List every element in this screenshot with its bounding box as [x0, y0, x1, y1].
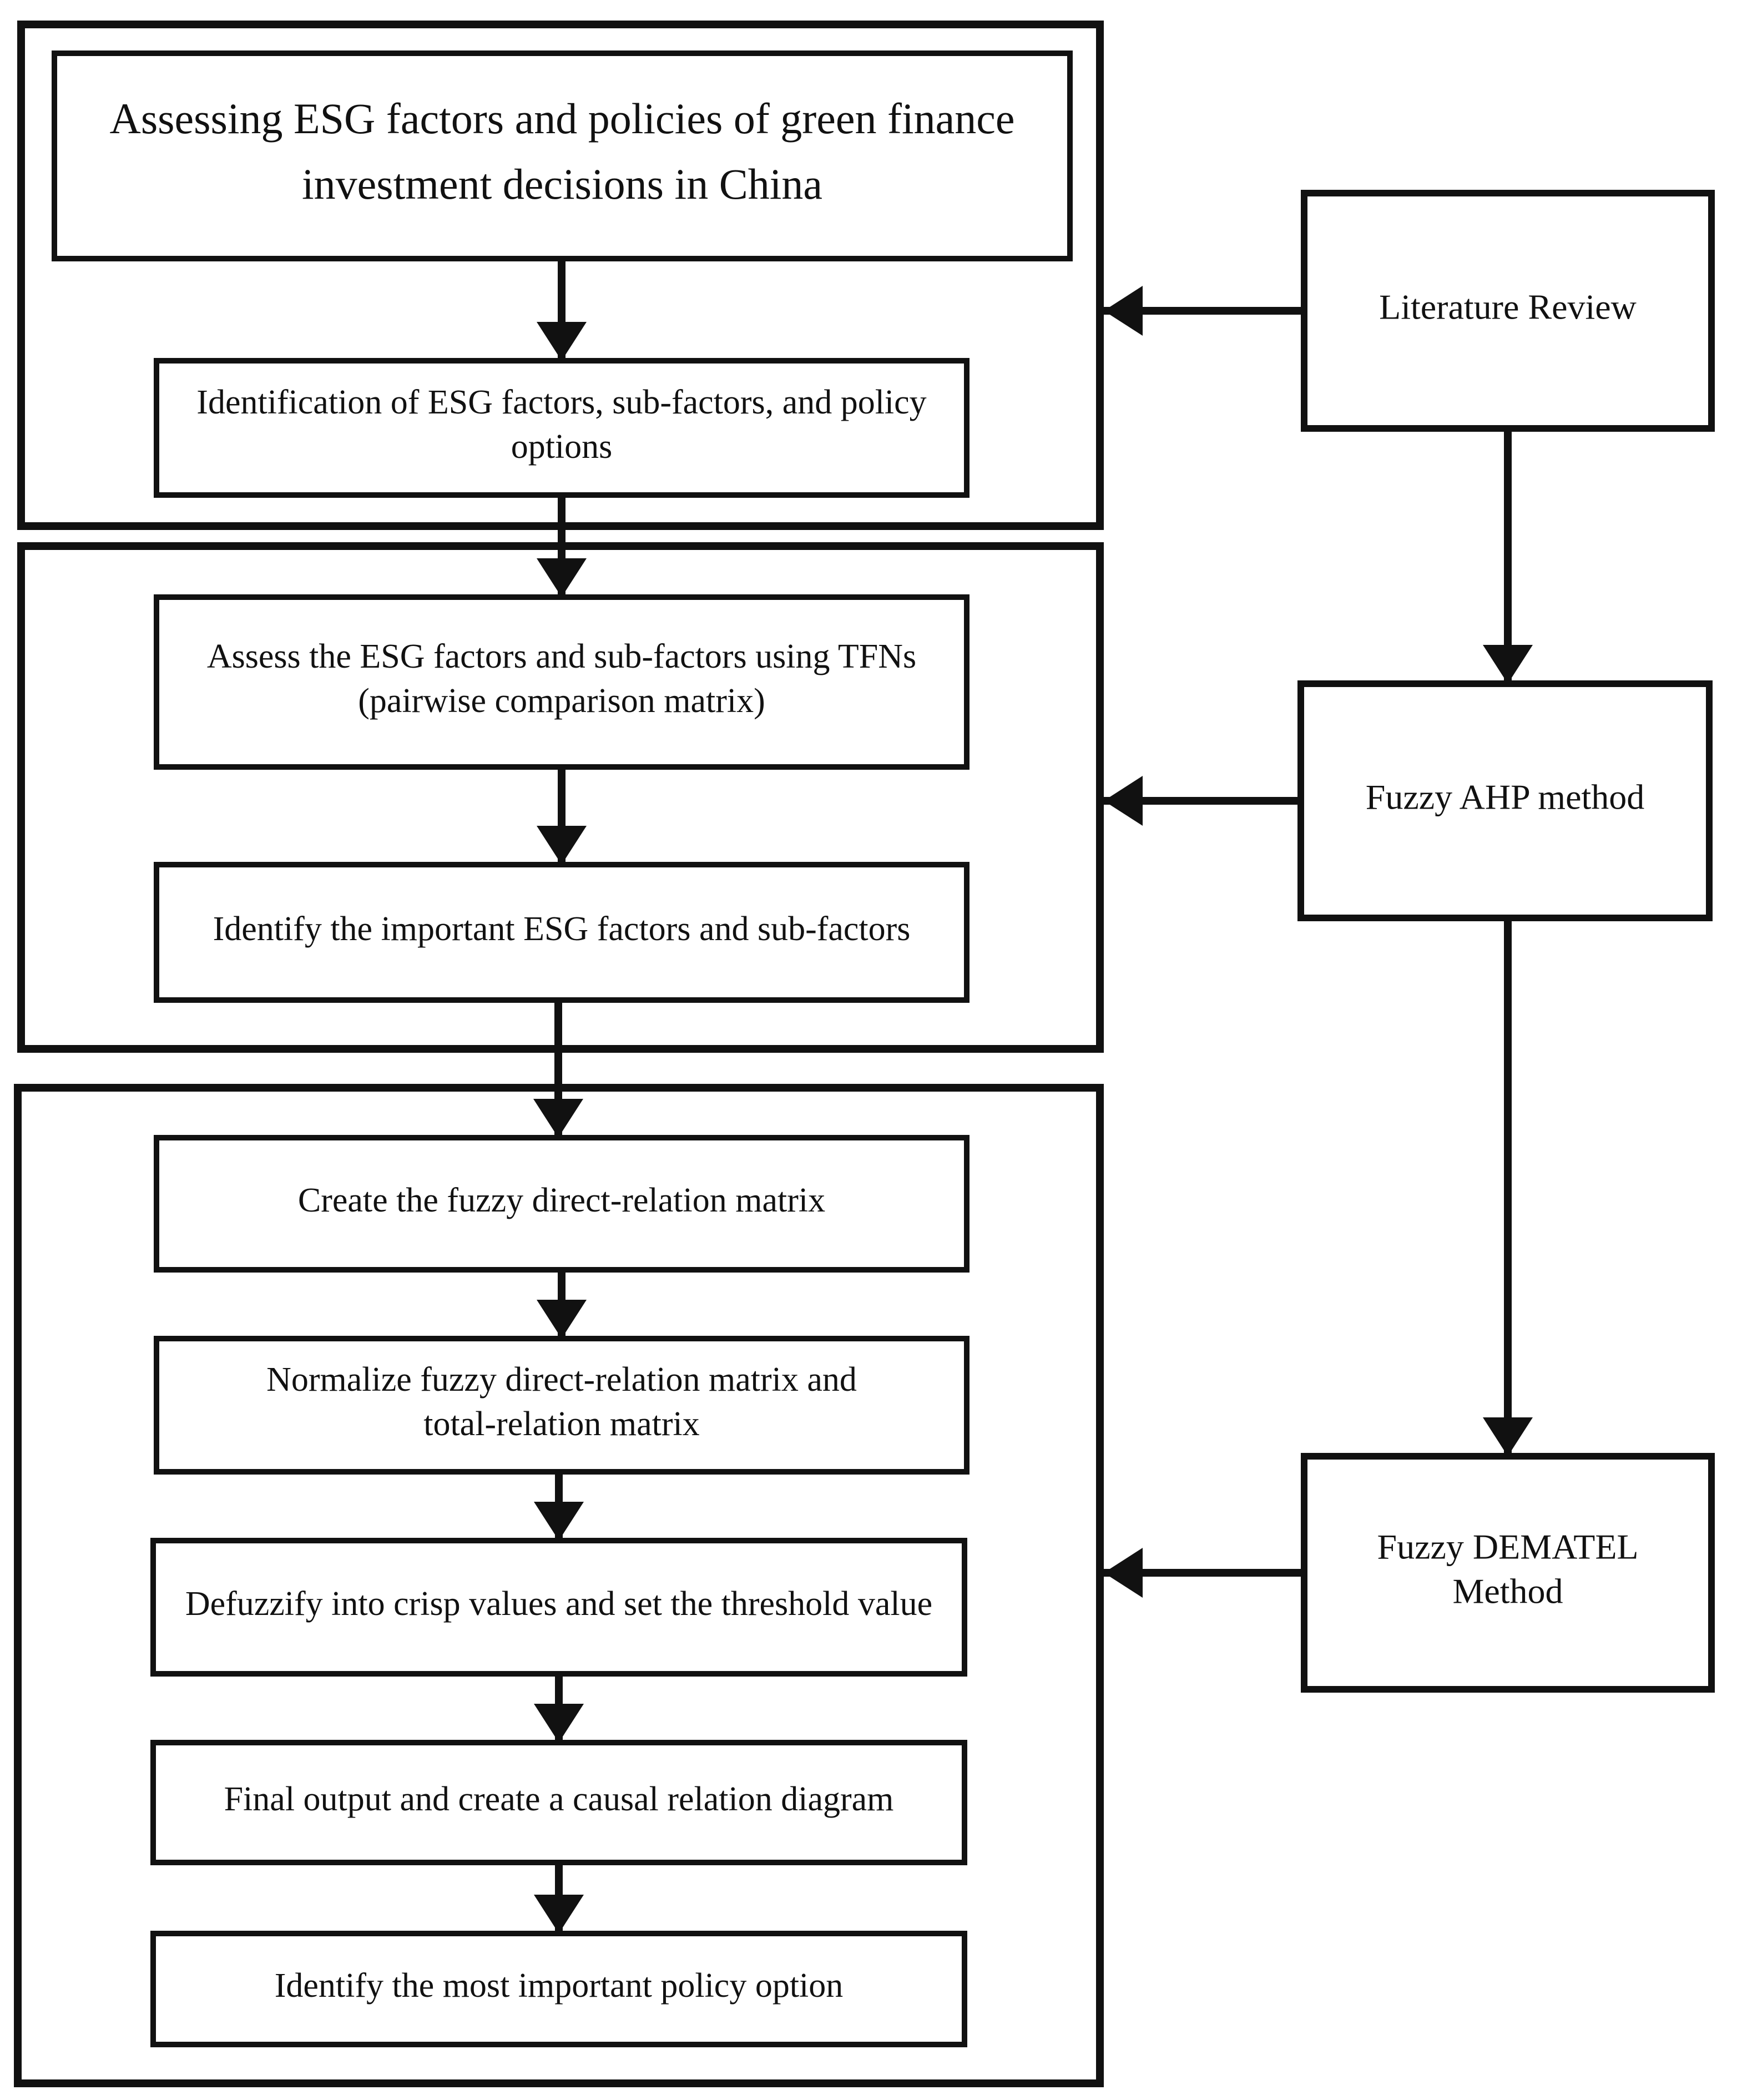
text-line: Literature Review	[1379, 287, 1637, 327]
literature-review-box	[1301, 190, 1715, 432]
text-line: Create the fuzzy direct-relation matrix	[298, 1182, 825, 1219]
text-line: Identify the important ESG factors and s…	[213, 910, 911, 948]
text-line: options	[511, 428, 613, 466]
text-line: Method	[1452, 1572, 1563, 1611]
title-box	[52, 51, 1073, 261]
defuzzify-text: Defuzzify into crisp values and set the …	[185, 1585, 932, 1623]
final-output-box	[150, 1740, 967, 1865]
defuzzify-box	[150, 1538, 967, 1677]
text-line: Defuzzify into crisp values and set the …	[185, 1585, 932, 1623]
identify-important-text: Identify the important ESG factors and s…	[213, 910, 911, 948]
text-line: investment decisions in China	[302, 160, 822, 208]
text-line: Identification of ESG factors, sub-facto…	[196, 383, 926, 421]
normalize-text: Normalize fuzzy direct-relation matrix a…	[266, 1361, 857, 1443]
fuzzy-ahp-text: Fuzzy AHP method	[1366, 778, 1645, 817]
text-line: Fuzzy AHP method	[1366, 778, 1645, 817]
identification-text: Identification of ESG factors, sub-facto…	[196, 383, 926, 466]
literature-review-text: Literature Review	[1379, 287, 1637, 327]
most-important-box	[150, 1931, 967, 2047]
text-line: Fuzzy DEMATEL	[1377, 1527, 1638, 1567]
assess-tfn-text: Assess the ESG factors and sub-factors u…	[207, 638, 916, 720]
text-line: Identify the most important policy optio…	[275, 1967, 844, 2005]
fuzzy-dematel-text: Fuzzy DEMATEL Method	[1377, 1527, 1638, 1611]
create-matrix-text: Create the fuzzy direct-relation matrix	[298, 1182, 825, 1219]
most-important-text: Identify the most important policy optio…	[275, 1967, 844, 2005]
title-text: Assessing ESG factors and policies of gr…	[109, 94, 1014, 208]
final-output-text: Final output and create a causal relatio…	[224, 1780, 894, 1818]
text-line: (pairwise comparison matrix)	[358, 682, 765, 720]
normalize-box	[154, 1336, 970, 1475]
text-line: Assessing ESG factors and policies of gr…	[109, 94, 1014, 143]
text-line: total-relation matrix	[423, 1405, 700, 1443]
text-line: Normalize fuzzy direct-relation matrix a…	[266, 1361, 857, 1399]
text-line: Assess the ESG factors and sub-factors u…	[207, 638, 916, 675]
text-line: Final output and create a causal relatio…	[224, 1780, 894, 1818]
